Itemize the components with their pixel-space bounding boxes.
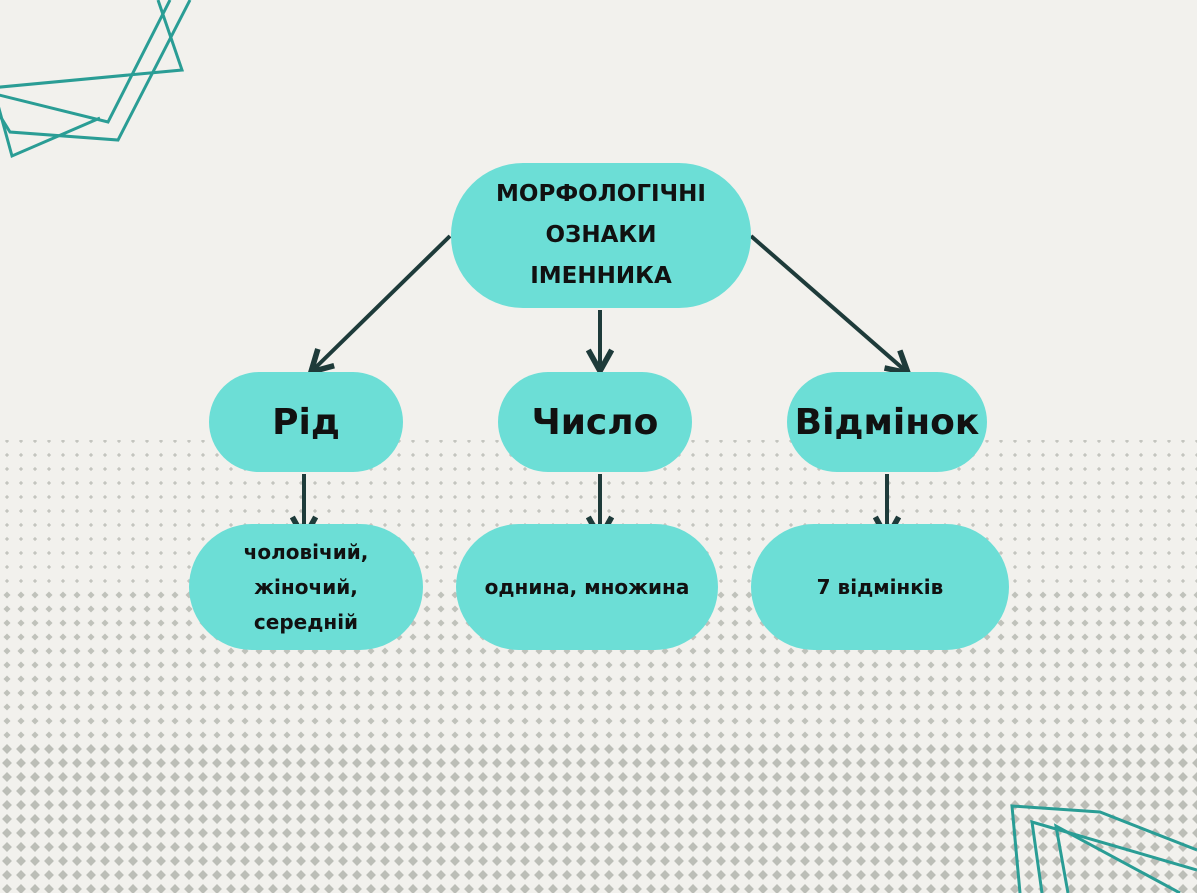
value-masculine: чоловічий, <box>243 539 369 564</box>
arrow-root-to-rid <box>311 234 452 372</box>
values-node-vidminok: 7 відмінків <box>751 524 1009 650</box>
category-label-rid: Рід <box>272 401 340 443</box>
decor-lines-top-left <box>0 0 192 159</box>
category-node-vidminok: Відмінок <box>787 372 987 472</box>
category-label-chyslo: Число <box>531 401 659 443</box>
arrow-root-to-vidminok <box>749 234 908 373</box>
values-node-rid: чоловічий, жіночий, середній <box>189 524 423 650</box>
values-node-chyslo: однина, множина <box>456 524 718 650</box>
category-node-chyslo: Число <box>498 372 692 472</box>
dot-pattern-dense <box>0 740 1197 893</box>
root-node: МОРФОЛОГІЧНІ ОЗНАКИ ІМЕННИКА <box>451 163 751 308</box>
category-label-vidminok: Відмінок <box>794 401 980 443</box>
category-node-rid: Рід <box>209 372 403 472</box>
value-number-forms: однина, множина <box>484 574 690 599</box>
root-label-line1: МОРФОЛОГІЧНІ <box>496 181 706 207</box>
root-label-line3: ІМЕННИКА <box>530 263 672 289</box>
root-label-line2: ОЗНАКИ <box>545 222 657 248</box>
value-neuter: середній <box>253 609 359 634</box>
value-feminine: жіночий, <box>254 574 358 599</box>
decor-lines-bottom-right <box>1010 804 1197 893</box>
value-case-count: 7 відмінків <box>816 574 944 599</box>
